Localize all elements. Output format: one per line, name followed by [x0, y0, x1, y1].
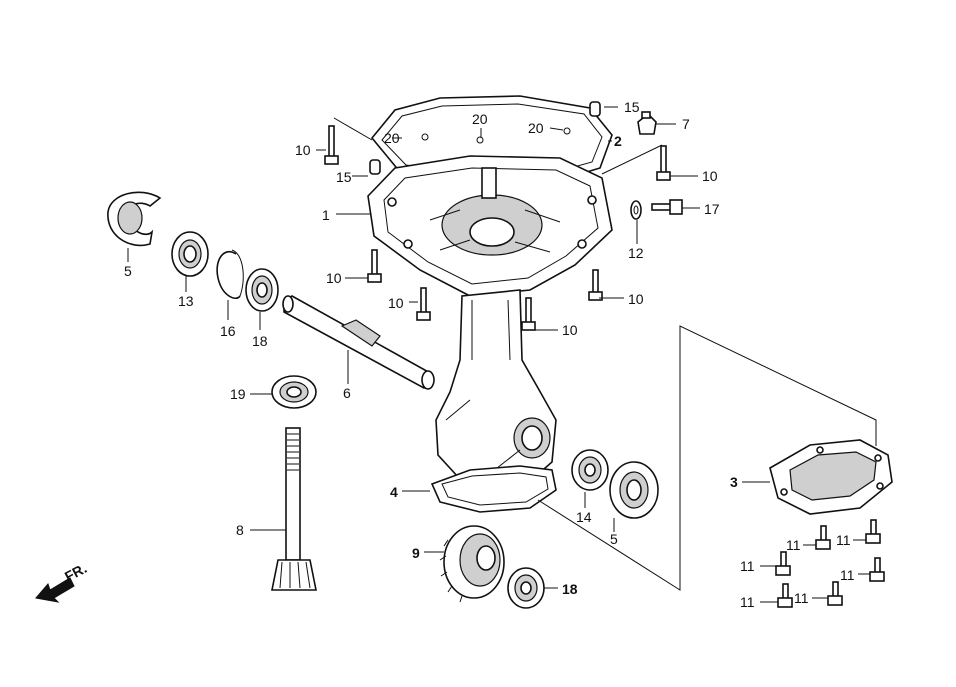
label-part-17: 17 — [704, 201, 720, 217]
bolt-11-c — [775, 551, 791, 576]
bolt-10-a — [324, 125, 339, 165]
label-part-15-b: 15 — [336, 169, 352, 185]
washer-12 — [630, 200, 642, 220]
upper-case — [367, 155, 613, 491]
gasket-lower — [430, 465, 557, 513]
label-part-10-c: 10 — [326, 270, 342, 286]
label-part-10-e: 10 — [388, 295, 404, 311]
label-part-8: 8 — [236, 522, 244, 538]
oil-seal-left — [107, 191, 162, 247]
label-part-10-d: 10 — [628, 291, 644, 307]
label-part-7: 7 — [682, 116, 690, 132]
bearing-14 — [571, 449, 609, 491]
bolt-10-d — [588, 269, 603, 301]
bolt-10-c — [367, 249, 382, 283]
label-part-14: 14 — [576, 509, 592, 525]
bolt-11-f — [827, 581, 843, 606]
front-direction-arrow-icon: FR. — [35, 560, 89, 603]
bolt-10-e — [416, 287, 431, 321]
bolt-11-a — [815, 525, 831, 550]
label-part-18-b: 18 — [562, 581, 578, 597]
bevel-gear-9 — [439, 525, 505, 603]
label-part-9: 9 — [412, 545, 420, 561]
gear-case-cover — [769, 439, 893, 515]
label-part-11-b: 11 — [836, 532, 851, 548]
bolt-11-d — [869, 557, 885, 582]
label-part-18-a: 18 — [252, 333, 268, 349]
label-part-4: 4 — [390, 484, 398, 500]
label-part-20-a: 20 — [384, 130, 400, 146]
label-part-19: 19 — [230, 386, 246, 402]
bearing-18-upper — [245, 268, 279, 312]
label-part-5-right: 5 — [610, 531, 618, 547]
label-part-11-c: 11 — [740, 558, 755, 574]
label-part-3: 3 — [730, 474, 738, 490]
label-part-16: 16 — [220, 323, 236, 339]
dowel-pin-15-a — [589, 101, 601, 117]
label-part-6: 6 — [343, 385, 351, 401]
label-part-1: 1 — [322, 207, 330, 223]
label-part-15-a: 15 — [624, 99, 640, 115]
dowel-pin-15-b — [369, 159, 381, 175]
label-part-11-f: 11 — [794, 590, 809, 606]
breather-7 — [637, 111, 657, 135]
label-part-10-f: 10 — [562, 322, 578, 338]
circlip-16 — [216, 249, 244, 300]
label-part-13: 13 — [178, 293, 194, 309]
shaft-6 — [282, 295, 435, 390]
bolt-11-b — [865, 519, 881, 544]
label-part-11-d: 11 — [840, 567, 855, 583]
bearing-19 — [271, 375, 317, 409]
oil-seal-right — [609, 461, 659, 519]
leader-lines — [127, 106, 877, 603]
part-labels: 1 2 3 4 5 5 6 7 8 9 10 10 10 10 10 10 11… — [124, 99, 855, 610]
bolt-10-f — [521, 297, 536, 331]
label-part-20-c: 20 — [528, 120, 544, 136]
label-part-5-left: 5 — [124, 263, 132, 279]
vertical-shaft-8 — [271, 427, 317, 591]
label-part-2: 2 — [614, 133, 622, 149]
bearing-13 — [171, 231, 209, 277]
bolt-11-e — [777, 583, 793, 608]
label-part-10-a: 10 — [295, 142, 311, 158]
bearing-18-lower — [507, 567, 545, 609]
bolt-17 — [651, 199, 683, 215]
bolt-10-b — [656, 145, 671, 181]
label-part-10-b: 10 — [702, 168, 718, 184]
label-part-11-a: 11 — [786, 537, 801, 553]
label-part-11-e: 11 — [740, 594, 755, 610]
label-part-12: 12 — [628, 245, 644, 261]
label-part-20-b: 20 — [472, 111, 488, 127]
